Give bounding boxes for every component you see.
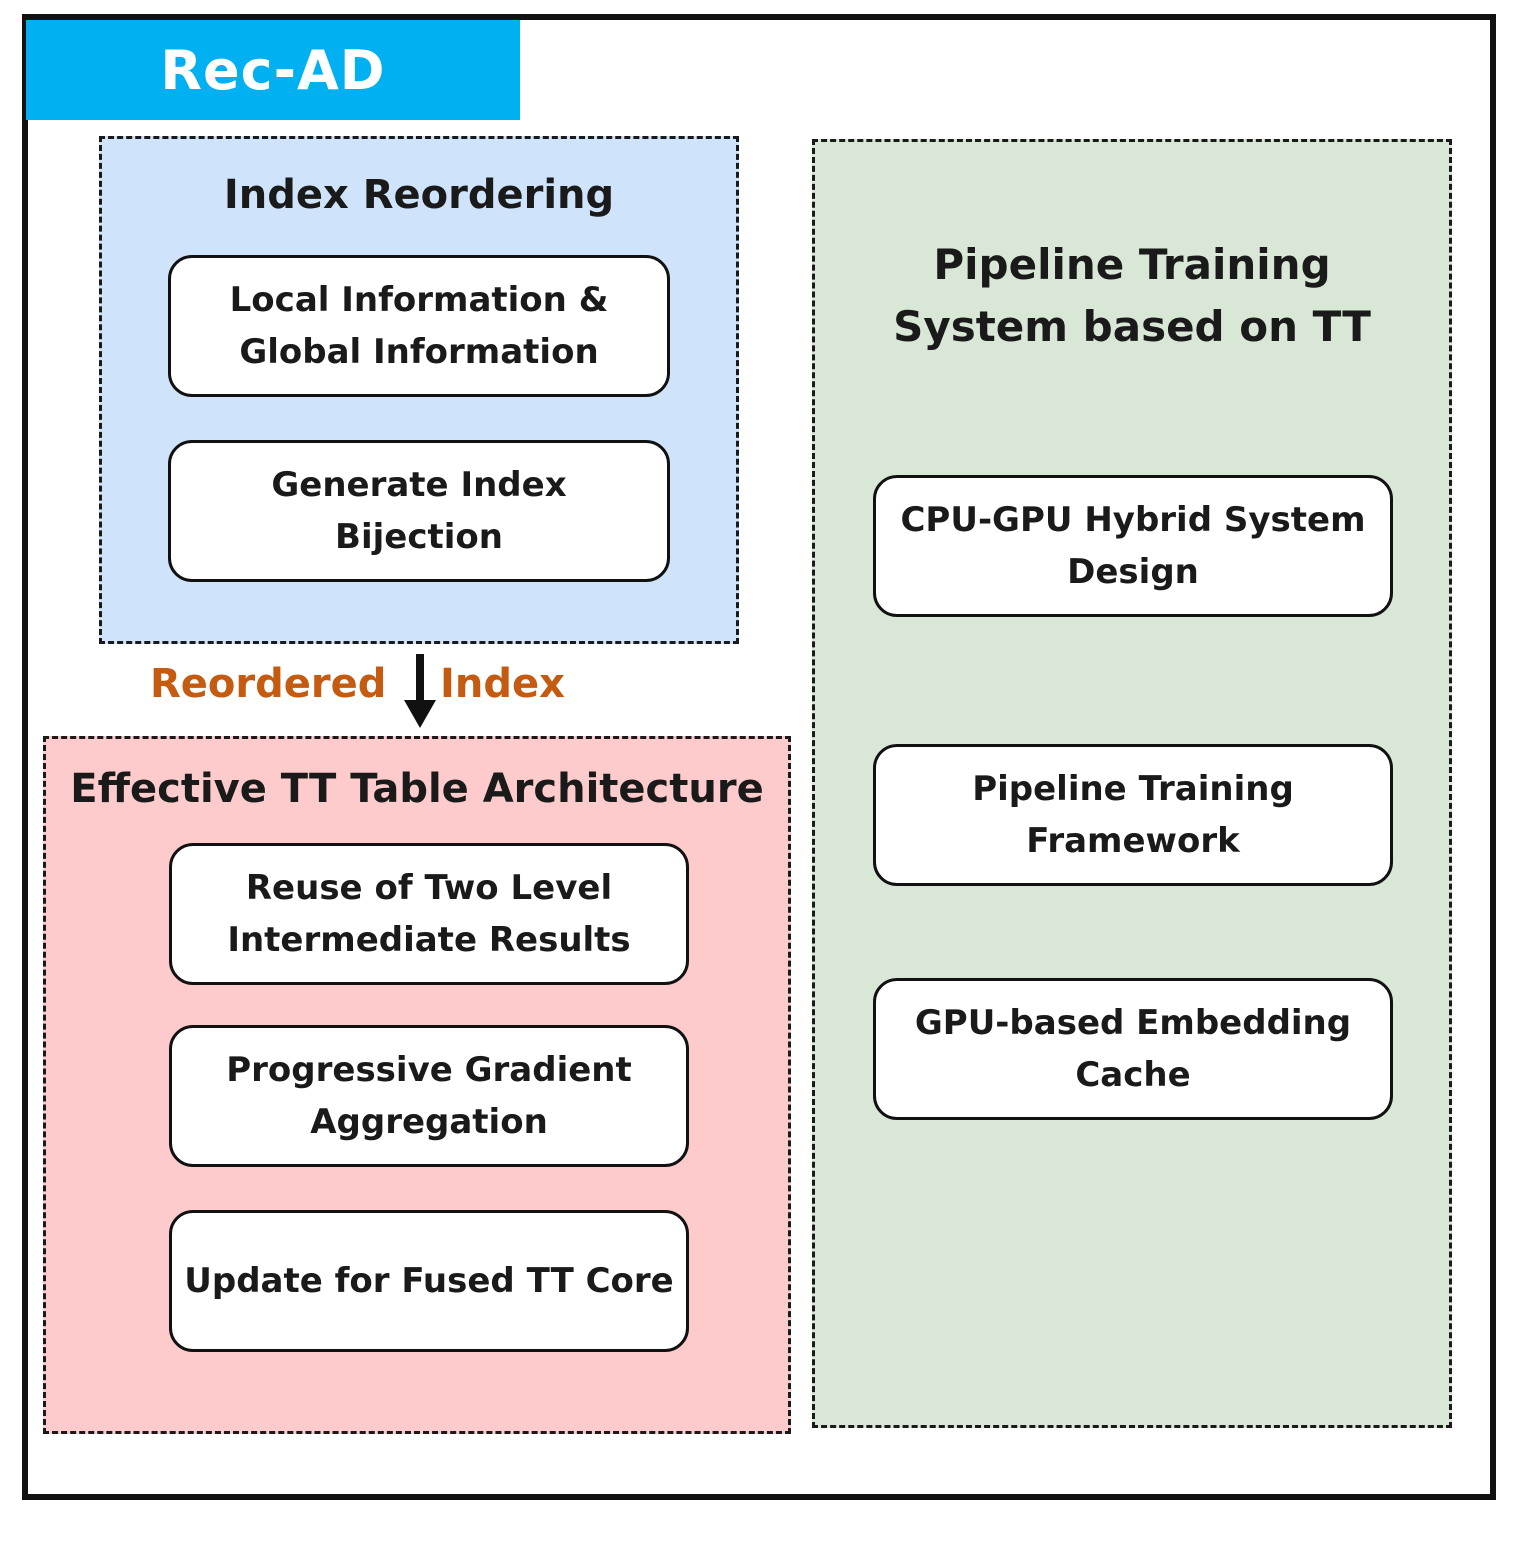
pipeline-training-framework-box: Pipeline Training Framework [873, 744, 1393, 886]
reuse-intermediate-results-box: Reuse of Two Level Intermediate Results [169, 843, 689, 985]
title-tag: Rec-AD [26, 20, 520, 120]
index-label: Index [440, 661, 565, 707]
down-arrow-icon [404, 654, 436, 728]
index-reordering-title: Index Reordering [223, 172, 615, 218]
local-global-information-box: Local Information & Global Information [168, 255, 670, 397]
cpu-gpu-hybrid-box: CPU-GPU Hybrid System Design [873, 475, 1393, 617]
reordered-label: Reordered [150, 661, 387, 707]
diagram-title: Rec-AD [160, 38, 386, 102]
generate-index-bijection-box: Generate Index Bijection [168, 440, 670, 582]
gpu-embedding-cache-box: GPU-based Embedding Cache [873, 978, 1393, 1120]
outer-frame [22, 14, 1496, 1500]
pipeline-training-title: Pipeline Training System based on TT [893, 240, 1371, 351]
index-reordering-panel: Index Reordering Local Information & Glo… [99, 136, 739, 644]
tt-table-title: Effective TT Table Architecture [70, 766, 764, 812]
tt-table-panel: Effective TT Table Architecture Reuse of… [43, 736, 791, 1434]
pipeline-training-panel: Pipeline Training System based on TT CPU… [812, 139, 1452, 1428]
progressive-gradient-aggregation-box: Progressive Gradient Aggregation [169, 1025, 689, 1167]
update-fused-tt-core-box: Update for Fused TT Core [169, 1210, 689, 1352]
